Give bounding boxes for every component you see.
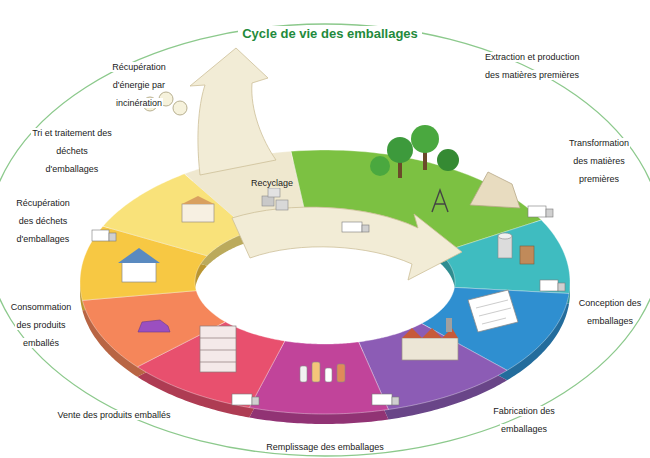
label-slot: Transformation des matières premières xyxy=(563,132,635,186)
shelf-lines xyxy=(200,338,236,362)
label-slot: Consommation des produits emballés xyxy=(6,296,76,350)
stage-label: Vente des produits emballés xyxy=(56,410,171,420)
truck-icon xyxy=(232,394,252,405)
cylinder-icon xyxy=(498,233,512,239)
truck-icon xyxy=(109,233,116,241)
stage-label: Récupération des déchets d'emballages xyxy=(15,198,71,244)
bottle-icon xyxy=(337,364,345,382)
stage-label: Consommation des produits emballés xyxy=(10,302,73,348)
stage-label: Remplissage des emballages xyxy=(265,442,385,452)
label-slot: Remplissage des emballages xyxy=(250,436,400,454)
stage-label: Conception des emballages xyxy=(578,298,643,326)
plan-lines xyxy=(476,300,511,324)
crate-icon xyxy=(262,196,274,206)
cycle-ring xyxy=(80,150,570,424)
frame-ellipse xyxy=(0,24,650,456)
factory-icon xyxy=(402,338,458,360)
truck-icon xyxy=(92,230,109,241)
house-icon xyxy=(122,262,156,282)
bottle-icon xyxy=(325,368,332,382)
label-slot: Extraction et production des matières pr… xyxy=(484,46,592,82)
house-roof xyxy=(118,248,160,263)
chimney-icon xyxy=(446,318,452,332)
truck-icon xyxy=(392,397,399,405)
diagram-title: Cycle de vie des emballages xyxy=(238,26,422,41)
stage-label: Transformation des matières premières xyxy=(568,138,630,184)
bulb-icon xyxy=(173,101,187,115)
tree-icon xyxy=(411,125,439,153)
bottle-icon xyxy=(312,362,320,382)
ring-segment xyxy=(359,323,507,409)
sorting-plant-roof xyxy=(182,196,214,204)
bottle-icon xyxy=(300,366,307,382)
truck-icon xyxy=(558,283,565,291)
stage-label: Récupération d'énergie par incinération xyxy=(111,62,167,108)
sorting-plant-icon xyxy=(182,204,214,222)
stage-label: Tri et traitement des déchets d'emballag… xyxy=(31,128,113,174)
stage-label: Recyclage xyxy=(250,178,294,188)
incineration-arrow xyxy=(190,48,276,175)
crate-icon xyxy=(276,200,288,210)
tree-icon xyxy=(370,156,390,176)
truck-icon xyxy=(546,209,553,217)
recycling-arrow xyxy=(232,207,462,280)
label-slot: Recyclage xyxy=(240,172,304,190)
tree-icon xyxy=(437,149,459,171)
stage-label: Extraction et production des matières pr… xyxy=(484,52,581,80)
label-slot: Récupération d'énergie par incinération xyxy=(96,56,182,110)
ring-segment xyxy=(440,220,570,293)
car-icon xyxy=(138,320,170,332)
derrick-icon xyxy=(432,190,448,212)
shelf-icon xyxy=(200,326,236,372)
truck-icon xyxy=(252,397,259,405)
label-slot: Vente des produits emballés xyxy=(48,404,180,422)
truck-icon xyxy=(362,225,369,232)
label-slot: Tri et traitement des déchets d'emballag… xyxy=(28,122,116,176)
label-slot: Récupération des déchets d'emballages xyxy=(8,192,78,246)
truck-icon xyxy=(372,394,392,405)
label-slot: Fabrication des emballages xyxy=(488,400,560,436)
label-slot: Conception des emballages xyxy=(576,292,644,328)
rock-icon xyxy=(470,172,520,208)
crate-icon xyxy=(268,188,280,197)
truck-icon xyxy=(528,206,546,217)
title-slot: Cycle de vie des emballages xyxy=(180,24,480,42)
block-icon xyxy=(520,246,534,264)
tree-icon xyxy=(387,137,413,163)
truck-icon xyxy=(540,280,558,291)
truck-icon xyxy=(342,222,362,232)
stage-label: Fabrication des emballages xyxy=(492,406,556,434)
plan-sheet-icon xyxy=(468,290,518,332)
